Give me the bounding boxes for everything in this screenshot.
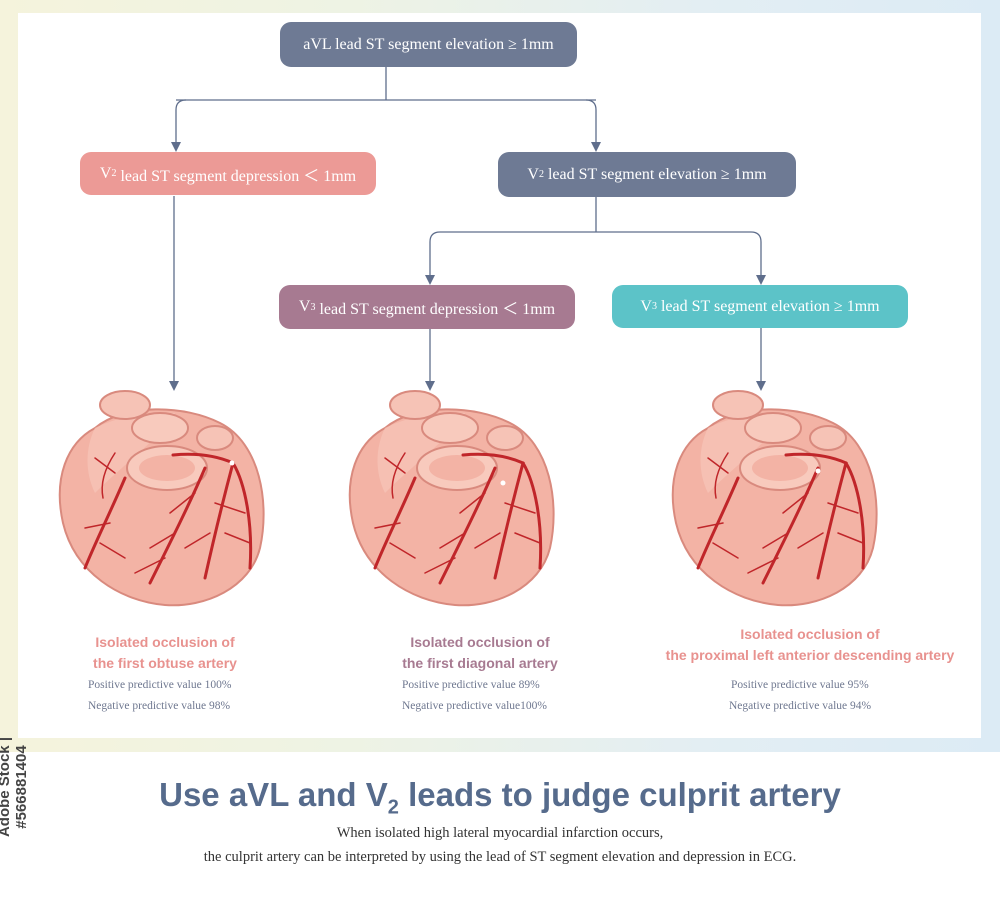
heart-illustration-diagonal — [348, 390, 555, 607]
node-label: lead ST segment depression ＜ 1mm — [315, 301, 556, 318]
node-avl-elevation: aVL lead ST segment elevation ≥ 1mm — [280, 22, 577, 67]
outcome-line: Isolated occlusion of — [95, 634, 235, 650]
node-label: lead ST segment depression ＜ 1mm — [116, 167, 357, 185]
lead-subscript: 2 — [111, 168, 117, 179]
npv-diagonal: Negative predictive value100% — [402, 700, 547, 712]
outcome-line: Isolated occlusion of — [410, 634, 550, 650]
npv-obtuse: Negative predictive value 98% — [88, 700, 231, 712]
npv-lad: Negative predictive value 94% — [729, 700, 872, 712]
heart-illustration-lad — [671, 390, 878, 607]
lead-letter: V — [99, 164, 112, 182]
lead-subscript: 2 — [538, 169, 544, 180]
outcome-diagonal-title: Isolated occlusion of the first diagonal… — [380, 632, 580, 674]
node-label: lead ST segment elevation ≥ 1mm — [543, 165, 767, 183]
outcome-line: the proximal left anterior descending ar… — [665, 647, 955, 663]
ppv-lad: Positive predictive value 95% — [731, 679, 869, 691]
outcome-line: Isolated occlusion of — [740, 626, 880, 642]
outcome-obtuse-title: Isolated occlusion of the first obtuse a… — [60, 632, 270, 674]
diagram-panel — [18, 13, 981, 738]
node-avl-elevation-label: aVL lead ST segment elevation ≥ 1mm — [303, 35, 554, 53]
node-label: lead ST segment elevation ≥ 1mm — [656, 297, 880, 315]
ppv-obtuse: Positive predictive value 100% — [88, 679, 232, 691]
outcome-line: the first obtuse artery — [93, 655, 237, 671]
title-subscript: 2 — [387, 796, 399, 819]
main-title: Use aVL and V2 leads to judge culprit ar… — [0, 776, 1000, 820]
outcome-line: the first diagonal artery — [402, 655, 558, 671]
lead-subscript: 3 — [651, 301, 657, 312]
lead-letter: V — [527, 165, 539, 183]
title-text: leads to judge culprit artery — [398, 776, 841, 813]
lead-letter: V — [640, 297, 652, 315]
description-line-1: When isolated high lateral myocardial in… — [336, 825, 664, 841]
ppv-diagonal: Positive predictive value 89% — [402, 679, 540, 691]
outcome-lad-title: Isolated occlusion of the proximal left … — [640, 624, 980, 666]
description-line-2: the culprit artery can be interpreted by… — [203, 849, 797, 865]
lead-letter: V — [298, 298, 311, 315]
heart-illustration-obtuse — [58, 390, 265, 607]
title-text: Use aVL and V — [159, 776, 388, 813]
lead-subscript: 3 — [310, 301, 316, 313]
stock-watermark: Adobe Stock | #566881404 — [0, 737, 30, 838]
